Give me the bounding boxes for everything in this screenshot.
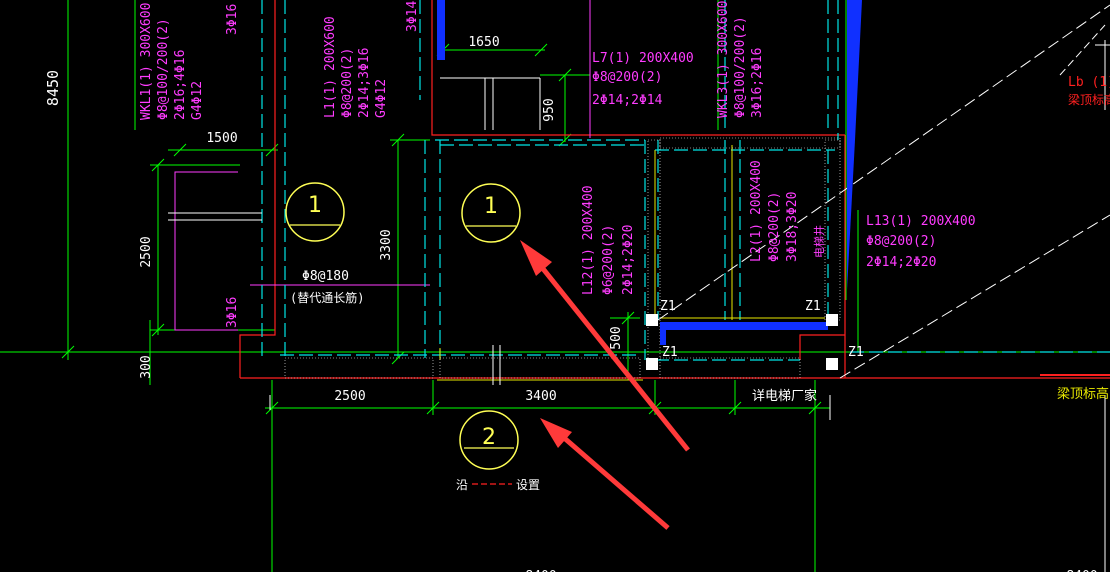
l7-line-3: 2Φ14;2Φ14 (592, 93, 663, 108)
label-top-3phi16: 3Φ16 (225, 4, 240, 35)
section-label-2: 2 (482, 425, 496, 450)
l13-line-3: 2Φ14;2Φ20 (866, 255, 936, 270)
dim-300: 300 (139, 355, 154, 378)
dimension-ticks (61, 43, 822, 415)
label-left-3phi16: 3Φ16 (225, 297, 240, 328)
rebar-sub-note: (替代通长筋) (290, 290, 364, 305)
dim-8400-b: 8400 (1066, 569, 1097, 572)
l1-line-1: L1(1) 200X600 (323, 16, 338, 118)
cyan-wall-lines (261, 0, 1110, 361)
column-z1-d: Z1 (848, 345, 864, 360)
legend-left: 沿 (456, 478, 468, 492)
blue-edges (437, 0, 862, 345)
wkl3-line-1: WKL3(1) 300X600 (716, 1, 731, 118)
l2-tag: 电梯井 (812, 225, 826, 258)
wkl1-line-1: WKL1(1) 300X600 (139, 3, 154, 120)
annotation-arrow-lower (540, 418, 670, 530)
legend-right: 设置 (516, 478, 540, 492)
dim-1500: 1500 (206, 131, 237, 146)
dim-3300: 3300 (379, 229, 394, 260)
column-z1-a: Z1 (660, 299, 676, 314)
column-z1-b: Z1 (805, 299, 821, 314)
lb-line-1: Lb (1) (1068, 75, 1110, 90)
l2-line-1: L2(1) 200X400 (749, 160, 764, 262)
beam-label-l1[interactable]: L1(1) 200X600 Φ8@200(2) 2Φ14;3Φ16 G4Φ12 (323, 16, 389, 118)
wkl3-line-2: Φ8@100/200(2) (733, 16, 748, 118)
column-blocks (646, 314, 838, 370)
label-top-3phi14: 3Φ14 (405, 1, 420, 32)
wkl1-line-3: 2Φ16;4Φ16 (173, 50, 188, 120)
l13-line-2: Φ8@200(2) (866, 234, 936, 249)
l12-line-1: L12(1) 200X400 (581, 185, 596, 295)
beam-label-lb[interactable]: Lb (1) 梁顶标高4 (1068, 75, 1110, 107)
wkl3-line-3: 3Φ16;2Φ16 (750, 48, 765, 118)
l12-line-2: Φ6@200(2) (601, 225, 616, 295)
annotation-arrow-upper (520, 240, 690, 452)
wkl1-line-4: G4Φ12 (190, 81, 205, 120)
dim-2500-horizontal: 2500 (334, 389, 365, 404)
section-label-1b: 1 (484, 194, 498, 219)
l2-line-2: Φ8@200(2) (767, 192, 782, 262)
beam-label-l2[interactable]: L2(1) 200X400 Φ8@200(2) 3Φ18;3Φ20 (749, 160, 800, 262)
lb-line-2: 梁顶标高4 (1068, 92, 1110, 107)
dimension-text: 8450 1650 950 1500 2500 3300 500 300 250… (44, 35, 1098, 572)
notes: Φ8@180 (替代通长筋) 详电梯厂家 梁顶标高:39 沿 设置 (290, 269, 1110, 492)
section-label-1a: 1 (308, 193, 322, 218)
beam-top-note: 梁顶标高:39 (1057, 386, 1110, 402)
l7-line-1: L7(1) 200X400 (592, 51, 694, 66)
dim-950: 950 (542, 98, 557, 121)
section-symbol-2[interactable]: 2 (459, 410, 519, 470)
wkl1-line-2: Φ8@100/200(2) (156, 18, 171, 120)
l7-line-2: Φ8@200(2) (592, 70, 662, 85)
dim-500: 500 (609, 326, 624, 349)
beam-label-l12[interactable]: L12(1) 200X400 Φ6@200(2) 2Φ14;2Φ20 (581, 185, 636, 295)
column-labels: Z1 Z1 Z1 Z1 (660, 299, 864, 360)
dim-3400: 3400 (525, 389, 556, 404)
l1-line-3: 2Φ14;3Φ16 (357, 48, 372, 118)
magenta-outlines (174, 0, 591, 331)
dim-2500-vertical: 2500 (139, 236, 154, 267)
l12-line-3: 2Φ14;2Φ20 (621, 225, 636, 295)
white-lines (168, 4, 1110, 572)
column-z1-c: Z1 (662, 345, 678, 360)
section-symbol-1-center[interactable]: 1 (461, 183, 521, 243)
beam-outlines (239, 0, 1110, 379)
dim-8450: 8450 (44, 70, 62, 106)
l13-line-1: L13(1) 200X400 (866, 214, 976, 229)
beam-label-wkl3[interactable]: WKL3(1) 300X600 Φ8@100/200(2) 3Φ16;2Φ16 (716, 1, 765, 118)
l2-line-3: 3Φ18;3Φ20 (785, 192, 800, 262)
dim-1650: 1650 (468, 35, 499, 50)
elevator-note: 详电梯厂家 (752, 388, 817, 404)
l1-line-2: Φ8@200(2) (340, 48, 355, 118)
beam-label-l7[interactable]: L7(1) 200X400 Φ8@200(2) 2Φ14;2Φ14 (592, 51, 694, 108)
yellow-lines (437, 145, 825, 381)
beam-label-wkl1[interactable]: WKL1(1) 300X600 Φ8@100/200(2) 2Φ16;4Φ16 … (139, 3, 205, 120)
l1-line-4: G4Φ12 (374, 79, 389, 118)
section-symbol-1-left[interactable]: 1 (285, 182, 345, 242)
dim-8400-a: 8400 (525, 569, 556, 572)
beam-label-l13[interactable]: L13(1) 200X400 Φ8@200(2) 2Φ14;2Φ20 (866, 214, 976, 270)
rebar-note: Φ8@180 (302, 269, 349, 284)
